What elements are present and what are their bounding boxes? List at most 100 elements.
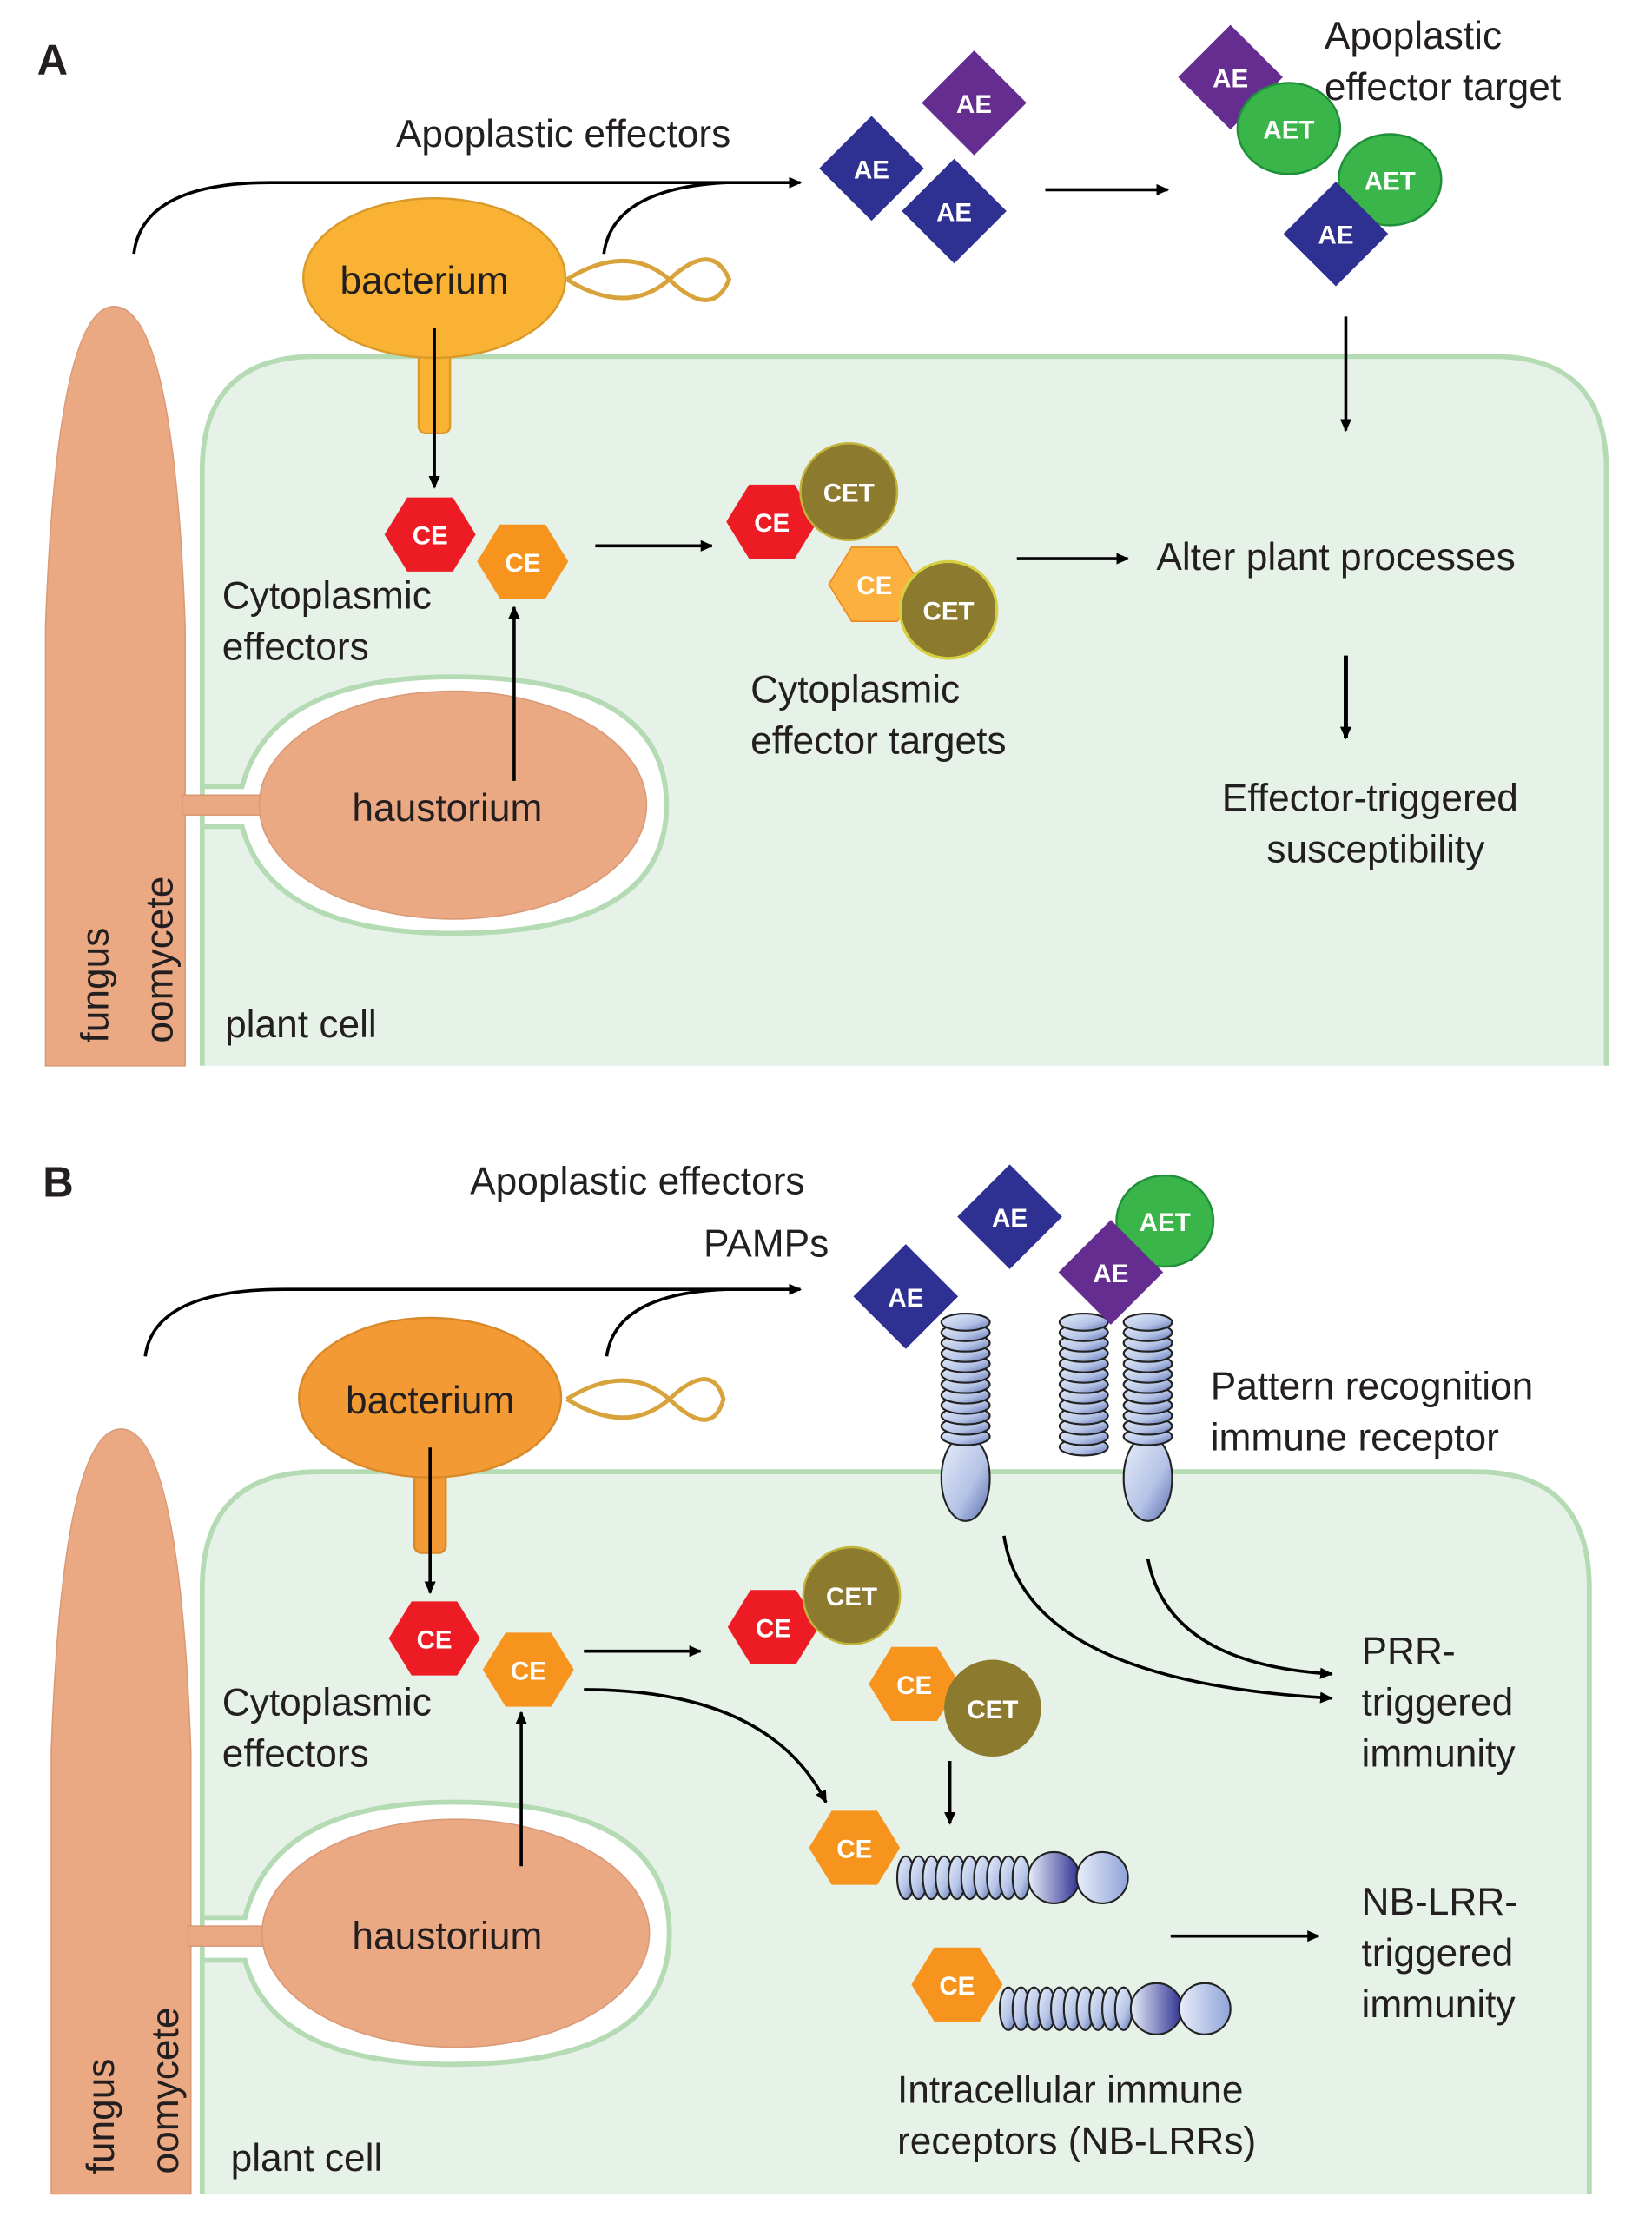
- haustorium-neck-a: [182, 794, 269, 817]
- haustorium-a: [258, 690, 648, 920]
- plant-cell-label-a: plant cell: [225, 1003, 377, 1046]
- fungus-label-b: fungus: [80, 2059, 122, 2174]
- svg-text:CE: CE: [417, 1625, 453, 1654]
- alter-plant-processes-label: Alter plant processes: [1156, 536, 1515, 579]
- prr-label-line1: Pattern recognition: [1211, 1365, 1534, 1407]
- prr-label-line2: immune receptor: [1211, 1417, 1499, 1459]
- cet-target: CET: [802, 1545, 902, 1645]
- flagellum-b: [565, 1377, 726, 1422]
- cet-label-line1-a: Cytoplasmic: [750, 669, 960, 711]
- fungus-label-a: fungus: [75, 928, 117, 1043]
- ae-diamond: AE: [902, 158, 1007, 264]
- panel-b: B haustorium fungus oomycete plant cell …: [43, 1159, 1592, 2195]
- flagellum-a: [565, 257, 732, 302]
- fungus-hypha-a: [44, 306, 186, 1067]
- panel-a-label: A: [37, 36, 69, 84]
- apoplastic-effectors-label-b: Apoplastic effectors: [470, 1160, 805, 1202]
- prr-receptor: [1122, 1313, 1173, 1522]
- pamps-label: PAMPs: [704, 1223, 829, 1266]
- lrr-disc: [1122, 1313, 1173, 1332]
- ce-recognition-arrow: [584, 1688, 828, 1803]
- lrr-disc: [1113, 1986, 1133, 2031]
- svg-text:AE: AE: [1213, 64, 1248, 93]
- cyto-effectors-line2-a: effectors: [222, 626, 369, 669]
- n-terminal-domain: [1178, 1982, 1232, 2035]
- fungus-secretion-arrow-a: [132, 176, 803, 255]
- ae-diamond: AE: [922, 50, 1027, 156]
- cet-target: CET: [944, 1659, 1041, 1757]
- aet-target: AET: [1236, 82, 1342, 175]
- ae-diamond: AE: [957, 1164, 1062, 1269]
- svg-text:CE: CE: [756, 1614, 791, 1643]
- transmembrane-domain: [940, 1434, 991, 1522]
- nblrr-triggered-line1: NB-LRR-: [1362, 1881, 1518, 1923]
- ets-label-line2: susceptibility: [1266, 828, 1485, 870]
- svg-text:CE: CE: [505, 549, 540, 578]
- svg-text:CE: CE: [836, 1835, 872, 1863]
- panel-a: A haustorium fungus oomycete plant cell …: [37, 15, 1609, 1067]
- prr-triggered-line2: triggered: [1362, 1681, 1514, 1724]
- fungus-secretion-arrow-b: [143, 1283, 803, 1357]
- svg-text:CE: CE: [754, 509, 790, 538]
- svg-text:AE: AE: [854, 156, 889, 184]
- ce-hexagon: CE: [726, 484, 818, 559]
- svg-text:CE: CE: [939, 1972, 975, 2001]
- nb-lrr-receptor: [998, 1982, 1232, 2035]
- fungus-hypha-b: [50, 1428, 192, 2195]
- nb-lrr-receptor: [895, 1850, 1129, 1904]
- haustorium-label-b: haustorium: [352, 1915, 542, 1957]
- lrr-disc: [1058, 1313, 1109, 1332]
- svg-text:CE: CE: [856, 572, 892, 600]
- svg-text:CET: CET: [826, 1583, 877, 1611]
- svg-text:CET: CET: [823, 480, 875, 508]
- svg-text:CET: CET: [923, 598, 975, 626]
- ce-hexagon: CE: [384, 497, 476, 572]
- oomycete-label-b: oomycete: [144, 2008, 187, 2174]
- bacterium-label-a: bacterium: [340, 260, 508, 302]
- prr-signal-arrow: [1002, 1535, 1333, 1704]
- intracellular-label-line1: Intracellular immune: [897, 2068, 1244, 2111]
- ce-hexagon: CE: [477, 524, 569, 599]
- svg-text:CE: CE: [896, 1671, 932, 1700]
- oomycete-label-a: oomycete: [138, 877, 181, 1043]
- prr-triggered-line1: PRR-: [1362, 1630, 1456, 1672]
- ce-hexagon: CE: [388, 1601, 480, 1676]
- svg-text:AE: AE: [936, 198, 972, 227]
- cyto-effectors-line1-a: Cytoplasmic: [222, 574, 432, 617]
- aet-label-line2-a: effector target: [1325, 66, 1561, 109]
- nb-domain: [1129, 1982, 1183, 2035]
- haustorium-b: [261, 1818, 651, 2048]
- cet-target: CET: [799, 442, 899, 542]
- ce-hexagon: CE: [727, 1590, 819, 1664]
- ce-hexagon: CE: [809, 1810, 901, 1885]
- plant-cell-label-b: plant cell: [231, 2137, 383, 2180]
- svg-text:AE: AE: [956, 90, 992, 119]
- ets-label-line1: Effector-triggered: [1222, 777, 1518, 819]
- aet-target: AET: [1115, 1174, 1215, 1268]
- cet-target: CET: [898, 559, 999, 660]
- haustorium-neck-b: [187, 1925, 274, 1947]
- n-terminal-domain: [1075, 1850, 1129, 1904]
- bacterium-secretion-arrow-b: [605, 1287, 727, 1357]
- lrr-disc: [940, 1313, 991, 1332]
- cet-label-line2-a: effector targets: [750, 720, 1006, 763]
- lrr-disc: [1011, 1855, 1031, 1901]
- transmembrane-domain: [1122, 1434, 1173, 1522]
- panel-b-label: B: [43, 1159, 74, 1207]
- ae-diamond: AE: [819, 116, 924, 222]
- ce-hexagon: CE: [869, 1646, 961, 1722]
- svg-text:AE: AE: [1318, 222, 1354, 250]
- svg-text:AE: AE: [1093, 1260, 1128, 1288]
- svg-text:CET: CET: [967, 1696, 1018, 1724]
- prr-signal-arrow: [1146, 1558, 1333, 1679]
- svg-text:AET: AET: [1365, 167, 1416, 195]
- aet-target: AET: [1338, 133, 1443, 227]
- bacterium-secretion-arrow-a: [602, 181, 727, 255]
- prr-triggered-line3: immunity: [1362, 1733, 1517, 1776]
- nblrr-triggered-line3: immunity: [1362, 1983, 1517, 2026]
- svg-text:AE: AE: [992, 1204, 1028, 1233]
- svg-text:AE: AE: [888, 1284, 923, 1313]
- nblrr-triggered-line2: triggered: [1362, 1932, 1514, 1975]
- svg-text:CE: CE: [413, 522, 448, 551]
